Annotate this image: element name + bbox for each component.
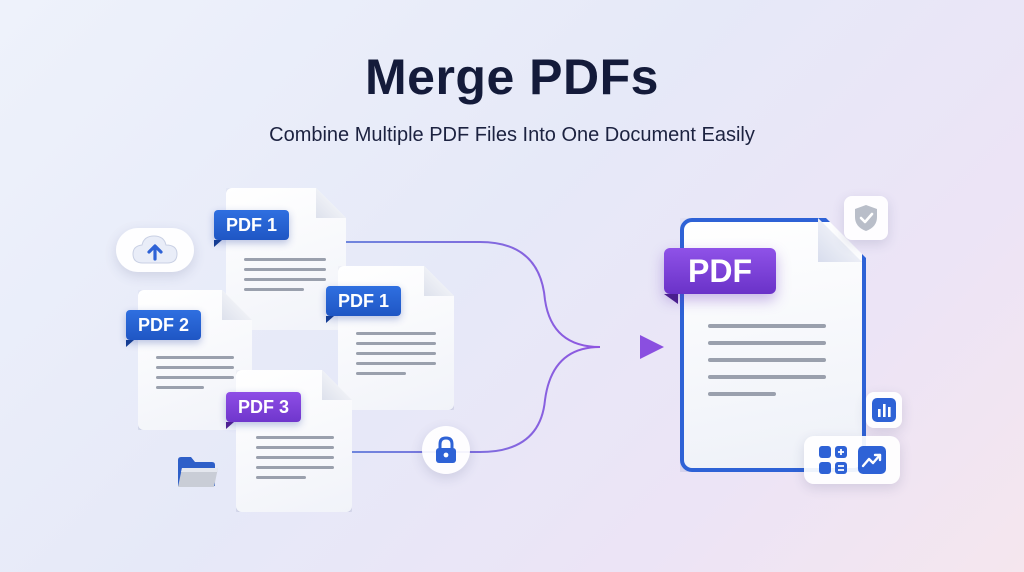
folder-icon [178, 457, 218, 487]
calculator-grid-icon [819, 446, 847, 474]
page-title: Merge PDFs [365, 49, 659, 105]
trend-chart-icon [858, 446, 886, 474]
text-lines [156, 356, 234, 396]
bar-chart-chip [866, 392, 902, 428]
connector-line-bottom [352, 346, 601, 453]
text-lines [256, 436, 334, 486]
merged-pdf-tag: PDF [664, 248, 776, 304]
text-lines [244, 258, 326, 298]
text-lines [708, 324, 826, 409]
page-subtitle: Combine Multiple PDF Files Into One Docu… [269, 124, 755, 146]
shield-check-icon [855, 205, 877, 231]
arrow-head [640, 335, 664, 359]
pdf-tag-2: PDF 2 [126, 310, 202, 340]
shield-chip [844, 196, 888, 240]
cloud-upload-icon [132, 235, 178, 264]
pdf-tag-3: PDF 3 [226, 392, 302, 422]
connector-line-top [346, 241, 601, 348]
lock-chip [422, 426, 470, 474]
pdf-tag-1: PDF 1 [214, 210, 290, 240]
text-lines [356, 332, 436, 382]
cloud-upload-chip [116, 228, 194, 272]
bar-chart-icon [872, 398, 896, 422]
lock-icon [436, 436, 456, 463]
tools-chip [804, 436, 900, 484]
pdf-tag-1b: PDF 1 [326, 286, 402, 316]
